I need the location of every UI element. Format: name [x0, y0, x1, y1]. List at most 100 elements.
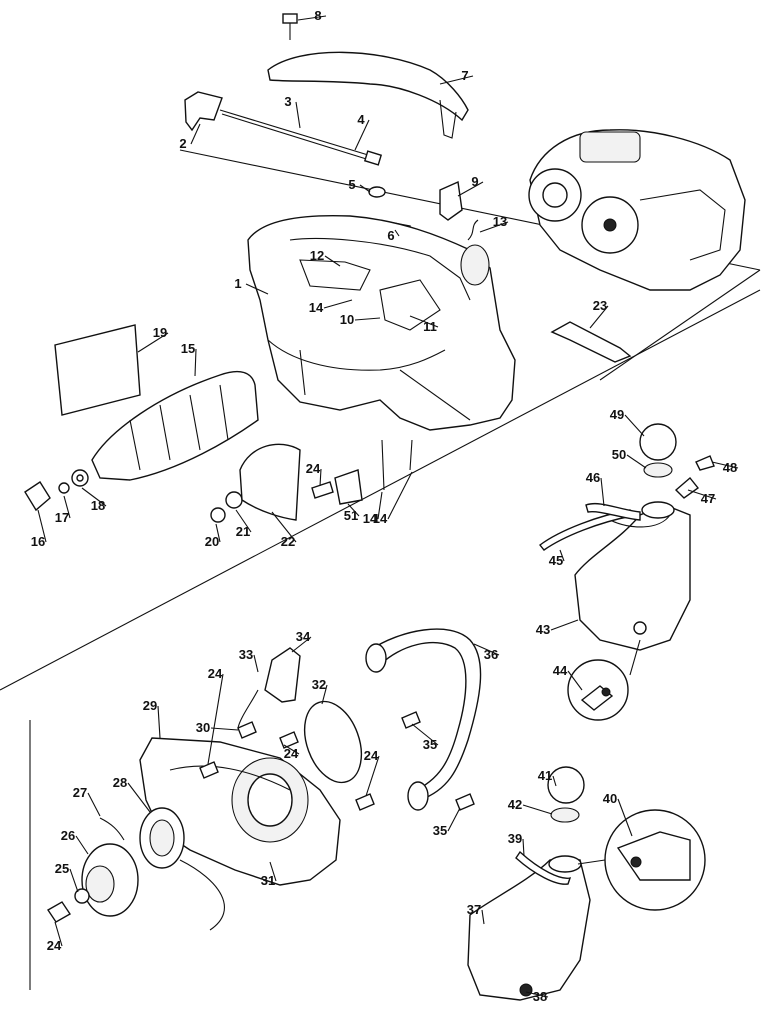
- fuel-cap-lower-icon: [547, 766, 585, 804]
- label-plate: [54, 324, 141, 416]
- screw-24e: [47, 901, 71, 923]
- leader-line-35: [447, 807, 461, 832]
- callout-label-5: 5: [348, 177, 355, 192]
- callout-label-34: 34: [296, 629, 311, 644]
- leader-line-6: [394, 229, 400, 237]
- leader-line-24: [207, 673, 224, 765]
- callout-label-27: 27: [73, 785, 87, 800]
- starter-rope: [179, 859, 225, 931]
- grommet: [368, 186, 386, 198]
- fuel-filter-detail: [567, 659, 629, 721]
- tank-detail: [577, 809, 706, 911]
- callout-label-42: 42: [508, 797, 522, 812]
- leader-line-42: [522, 804, 553, 815]
- callout-label-50: 50: [612, 447, 626, 462]
- callout-label-45: 45: [549, 553, 563, 568]
- leader-line-16: [37, 509, 47, 543]
- throttle-trigger-assembly: [184, 91, 383, 166]
- leader-line-24: [283, 744, 300, 755]
- flywheel-cover: [81, 843, 139, 917]
- callout-label-32: 32: [312, 677, 326, 692]
- callout-label-12: 12: [310, 248, 324, 263]
- callout-label-44: 44: [553, 663, 568, 678]
- leader-line-48: [711, 461, 739, 469]
- washer-25: [74, 888, 90, 904]
- leader-line-15: [194, 348, 197, 377]
- leader-line-34: [291, 636, 312, 653]
- fuel-tank-upper: [539, 423, 715, 676]
- leader-line-45: [559, 549, 565, 562]
- callout-label-16: 16: [31, 534, 45, 549]
- side-plate: [239, 443, 301, 521]
- leader-line-40: [617, 798, 633, 837]
- leader-line-37: [481, 909, 485, 925]
- leader-line-14: [323, 299, 353, 309]
- screw-24c: [279, 731, 299, 749]
- callout-label-15: 15: [181, 341, 195, 356]
- callout-label-41: 41: [538, 768, 552, 783]
- callout-label-43: 43: [536, 622, 550, 637]
- leader-line-38: [525, 991, 549, 998]
- callout-label-23: 23: [593, 298, 607, 313]
- callout-label-6: 6: [387, 228, 394, 243]
- callout-label-10: 10: [340, 312, 354, 327]
- callout-label-30: 30: [196, 720, 210, 735]
- callout-label-24: 24: [306, 461, 321, 476]
- callout-label-24: 24: [284, 746, 299, 761]
- leader-line-46: [600, 477, 605, 507]
- callout-label-14: 14: [373, 511, 388, 526]
- leader-line-10: [354, 317, 381, 321]
- screw-24a: [311, 481, 334, 499]
- washer-20: [210, 507, 226, 523]
- screw-35b: [455, 793, 475, 811]
- screw-24b: [199, 761, 219, 779]
- fuel-cap-icon: [639, 423, 677, 461]
- leader-line-24: [319, 468, 322, 487]
- leader-line-18: [81, 487, 107, 507]
- leader-line-8: [297, 15, 327, 21]
- bumper-spike: [334, 469, 363, 505]
- callout-label-33: 33: [239, 647, 253, 662]
- fuel-tank-lower: [467, 766, 591, 1001]
- screw-icon: [282, 13, 298, 24]
- callout-label-47: 47: [701, 491, 715, 506]
- callout-label-9: 9: [471, 174, 478, 189]
- leader-line-27: [87, 792, 101, 817]
- leader-line-28: [127, 782, 151, 813]
- leader-line-4: [354, 119, 370, 151]
- callout-label-22: 22: [281, 534, 295, 549]
- leader-line-26: [75, 835, 89, 855]
- throttle-latch: [264, 647, 301, 703]
- leader-line-24: [54, 921, 63, 947]
- callout-label-3: 3: [284, 94, 291, 109]
- leader-line-7: [439, 75, 474, 85]
- callout-label-24: 24: [208, 666, 223, 681]
- leader-line-14: [387, 471, 413, 520]
- leader-line-50: [626, 454, 647, 469]
- callout-label-4: 4: [357, 112, 365, 127]
- leader-line-49: [624, 414, 645, 437]
- washer-21: [225, 491, 243, 509]
- callout-label-24: 24: [47, 938, 62, 953]
- leader-line-30: [210, 727, 239, 731]
- leader-line-25: [69, 868, 79, 893]
- callout-label-48: 48: [723, 460, 737, 475]
- callout-label-20: 20: [205, 534, 219, 549]
- callout-label-35: 35: [433, 823, 447, 838]
- leader-line-1: [245, 283, 269, 295]
- chain-guard-bracket: [550, 321, 632, 363]
- leader-line-14: [377, 491, 383, 520]
- callout-label-21: 21: [236, 524, 250, 539]
- leader-line-22: [271, 511, 297, 543]
- rear-handle-tube: [365, 628, 482, 811]
- leader-line-32: [321, 684, 328, 705]
- callout-label-49: 49: [610, 407, 624, 422]
- leader-line-13: [479, 221, 509, 233]
- callout-label-38: 38: [533, 989, 547, 1004]
- callout-label-14: 14: [363, 511, 378, 526]
- callout-label-40: 40: [603, 791, 617, 806]
- leader-line-43: [550, 619, 579, 631]
